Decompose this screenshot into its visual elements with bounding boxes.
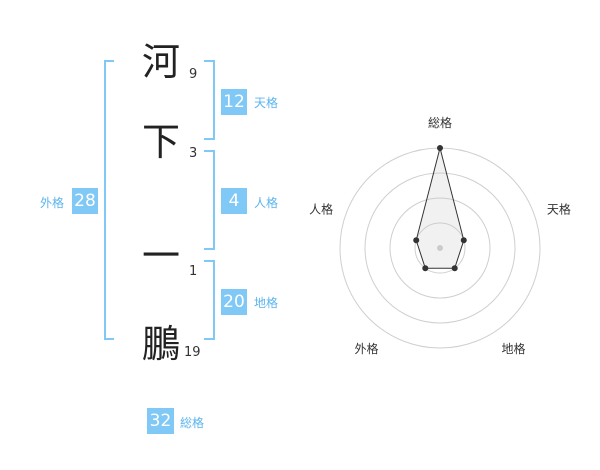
radar-axis-label: 天格 (547, 201, 571, 216)
tenkaku-label: 天格 (254, 96, 279, 110)
radar-polygon (415, 147, 465, 269)
radar-axis-label: 地格 (501, 341, 525, 356)
stroke-count-1: 9 (189, 67, 198, 82)
radar-point (451, 265, 458, 272)
soukaku-label: 総格 (180, 416, 205, 430)
gaikaku-value-box: 28 (72, 188, 98, 214)
chikaku-value-box: 20 (221, 289, 247, 315)
radar-ring (389, 197, 491, 299)
tenkaku-value-box: 12 (221, 89, 247, 115)
chikaku-bracket (204, 260, 215, 340)
radar-axis-label: 人格 (309, 201, 333, 216)
radar-ring (364, 172, 516, 324)
radar-center-dot (437, 245, 443, 251)
radar-point (437, 145, 443, 151)
tenkaku-bracket (204, 60, 215, 140)
radar-point (422, 265, 429, 272)
chikaku-label: 地格 (254, 296, 279, 310)
radar-point (460, 237, 467, 244)
kanji-char-2: 下 (141, 120, 180, 164)
radar-axis-label: 外格 (354, 341, 378, 356)
jinkaku-value-box: 4 (221, 188, 247, 214)
kanji-char-3: 一 (141, 234, 180, 278)
radar-point (413, 237, 420, 244)
stroke-count-3: 1 (189, 264, 198, 279)
soukaku-value-box: 32 (147, 408, 174, 434)
stroke-count-4: 19 (184, 345, 201, 360)
radar-axis-label: 総格 (428, 115, 452, 130)
radar-ring (414, 222, 466, 274)
gaikaku-bracket (104, 60, 114, 340)
jinkaku-label: 人格 (254, 196, 279, 210)
jinkaku-bracket (204, 150, 215, 250)
radar-shape (413, 145, 467, 272)
kanji-char-1: 河 (141, 40, 180, 84)
gaikaku-label: 外格 (40, 196, 65, 210)
stroke-count-2: 3 (189, 146, 198, 161)
kanji-char-4: 鵬 (141, 322, 180, 366)
